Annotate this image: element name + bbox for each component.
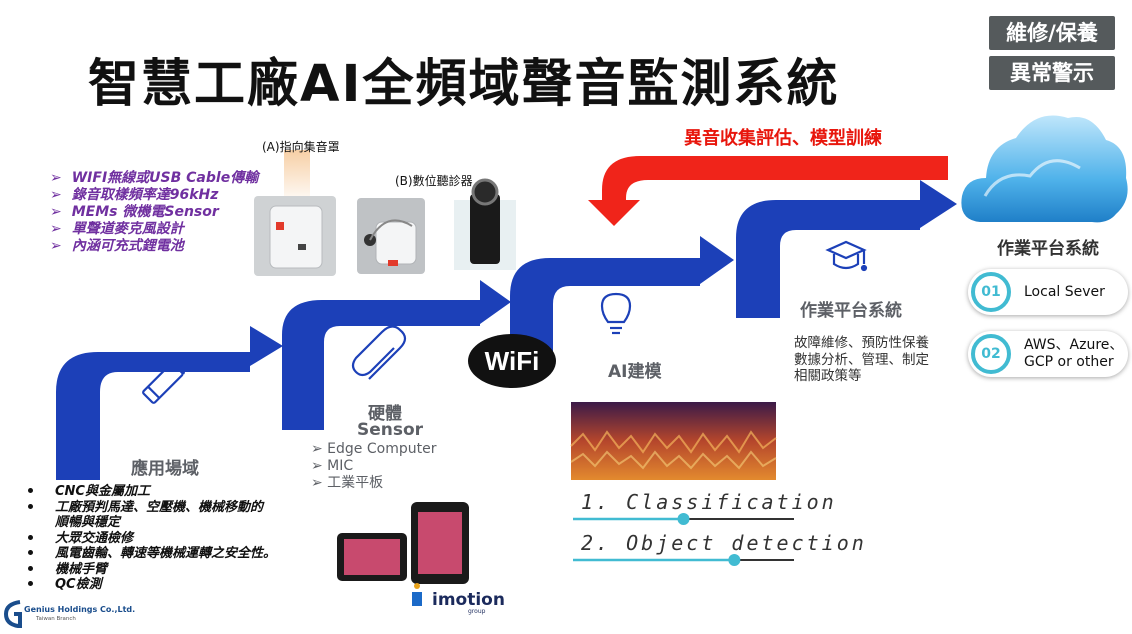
application-item: CNC與金屬加工: [22, 484, 276, 500]
company-logo-text: Genius Holdings Co.,Ltd.: [24, 605, 135, 614]
maintenance-tag: 維修/保養: [989, 16, 1115, 50]
ml-progress-1: [573, 513, 794, 525]
paperclip-icon: [353, 326, 405, 379]
sensor-items: ➢ Edge Computer ➢ MIC ➢ 工業平板: [311, 441, 436, 492]
mic-hood-photo: [254, 150, 336, 276]
option-text: AWS、Azure、GCP or other: [1024, 331, 1124, 377]
feedback-label: 異音收集評估、模型訓練: [684, 124, 882, 150]
spec-item: ➢MEMs 微機電Sensor: [50, 204, 258, 221]
stage-label-ai: AI建模: [608, 357, 661, 382]
application-item: QC檢測: [22, 577, 276, 593]
lightbulb-icon: [602, 294, 630, 333]
application-item: 工廠預判馬達、空壓機、機械移動的: [22, 500, 276, 516]
spec-item: ➢錄音取樣頻率達96kHz: [50, 187, 258, 204]
application-item: 大眾交通檢修: [22, 531, 276, 547]
sensor-item: ➢ Edge Computer: [311, 441, 436, 458]
sensor-item: ➢ 工業平板: [311, 475, 436, 492]
spec-item: ➢WIFI無線或USB Cable傳輸: [50, 170, 258, 187]
tablet-photo-1: [337, 533, 407, 581]
option-number: 01: [971, 272, 1011, 312]
imotion-logo-mark: [412, 583, 422, 606]
page-title: 智慧工廠AI全頻域聲音監測系統: [88, 42, 839, 116]
cloud-option-public: 02 AWS、Azure、GCP or other: [968, 331, 1128, 377]
cloud-icon: [961, 116, 1127, 223]
sensor-item: ➢ MIC: [311, 458, 436, 475]
ml-object-detection: 2. Object detection: [581, 531, 867, 555]
wifi-badge: WiFi: [468, 334, 556, 388]
digital-stethoscope-photo: [454, 180, 516, 270]
caption-a: (A)指向集音罩: [262, 138, 340, 155]
application-item: 風電齒輪、轉速等機械運轉之安全性。: [22, 546, 276, 562]
imotion-logo-text: imotion: [432, 590, 505, 610]
stage-label-platform: 作業平台系統: [800, 296, 902, 321]
spectrogram-image: [571, 402, 776, 480]
ml-classification: 1. Classification: [581, 490, 837, 514]
graduation-cap-icon: [828, 242, 866, 270]
option-number: 02: [971, 334, 1011, 374]
application-item: 機械手臂: [22, 562, 276, 578]
option-text: Local Sever: [1024, 269, 1124, 315]
genius-logo-mark: [6, 602, 20, 626]
application-item: 順暢與穩定: [22, 515, 276, 531]
cloud-option-local: 01 Local Sever: [968, 269, 1128, 315]
stage-label-sensor: Sensor: [357, 420, 423, 440]
imotion-logo-sub: group: [468, 608, 485, 615]
platform-description: 故障維修、預防性保養 數據分析、管理、制定 相關政策等: [794, 335, 929, 385]
spec-list: ➢WIFI無線或USB Cable傳輸 ➢錄音取樣頻率達96kHz ➢MEMs …: [50, 170, 258, 255]
caption-b: (B)數位聽診器: [395, 172, 473, 189]
company-logo-sub: Taiwan Branch: [36, 616, 76, 622]
tablet-photo-2: [411, 502, 469, 584]
spec-item: ➢單聲道麥克風設計: [50, 221, 258, 238]
application-list: CNC與金屬加工 工廠預判馬達、空壓機、機械移動的 順暢與穩定 大眾交通檢修 風…: [22, 484, 276, 593]
alarm-tag: 異常警示: [989, 56, 1115, 90]
spec-item: ➢內涵可充式鋰電池: [50, 238, 258, 255]
stethoscope-photo: [357, 198, 425, 274]
stage-label-application: 應用場域: [131, 454, 199, 479]
cloud-platform-label: 作業平台系統: [997, 234, 1099, 259]
ml-progress-2: [573, 554, 794, 566]
